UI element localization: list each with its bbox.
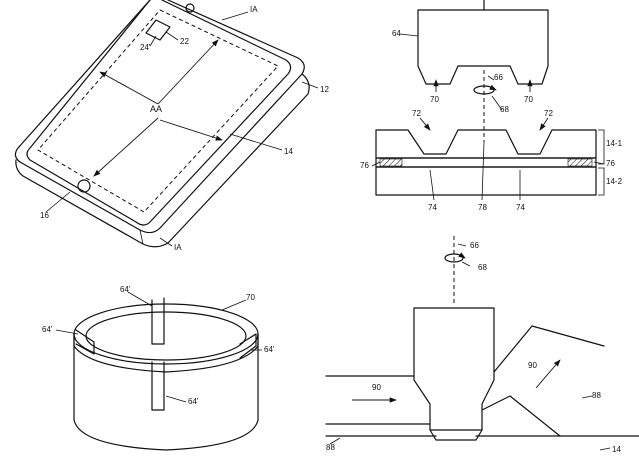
label-90-left: 90 (372, 383, 381, 392)
label-64-prime-d: 64' (188, 397, 199, 406)
label-64: 64 (392, 29, 401, 38)
label-14-1: 14-1 (606, 139, 623, 148)
label-74-left: 74 (428, 203, 437, 212)
label-64-prime-b: 64' (42, 325, 53, 334)
label-24-prime: 24' (140, 43, 151, 52)
cylinder-tool-diagram: 64' 64' 64' 64' 70 (42, 285, 275, 451)
label-22: 22 (180, 37, 189, 46)
label-68-top: 68 (500, 105, 509, 114)
label-76-left: 76 (360, 161, 369, 170)
label-aa: AA (150, 104, 162, 114)
press-tool-diagram: 64 66 68 70 70 72 72 14-1 14-2 76 76 74 … (360, 0, 623, 212)
panel-layer-14-1 (375, 129, 597, 159)
label-64-prime-a: 64' (120, 285, 131, 294)
device-illustration: IA 12 14 16 22 24' IA AA (14, 0, 329, 252)
slot-front (151, 361, 165, 411)
label-76-right: 76 (606, 159, 615, 168)
label-88-left: 88 (326, 443, 335, 452)
label-88-right: 88 (592, 391, 601, 400)
label-70-right: 70 (524, 95, 533, 104)
label-ia-bottom: IA (174, 243, 182, 252)
label-12: 12 (320, 85, 329, 94)
label-70-left: 70 (430, 95, 439, 104)
nozzle-body (413, 307, 495, 431)
label-14-2: 14-2 (606, 177, 623, 186)
tool-block (417, 9, 549, 85)
slot-back (151, 297, 165, 345)
label-74-right: 74 (516, 203, 525, 212)
label-16: 16 (40, 211, 49, 220)
nozzle-flow-diagram: 66 68 90 90 88 88 14 (325, 236, 639, 454)
label-64-prime-c: 64' (264, 345, 275, 354)
label-72-right: 72 (544, 109, 553, 118)
label-14-bottom: 14 (612, 445, 621, 454)
label-66-top: 66 (494, 73, 503, 82)
panel-layer-14-2 (375, 166, 597, 196)
camera-icon (185, 3, 195, 13)
label-ia-top: IA (250, 5, 258, 14)
label-90-right: 90 (528, 361, 537, 370)
label-66-bottom: 66 (470, 241, 479, 250)
home-button-icon (77, 179, 91, 193)
label-70-ring: 70 (246, 293, 255, 302)
label-78: 78 (478, 203, 487, 212)
label-14-device: 14 (284, 147, 293, 156)
label-68-bottom: 68 (478, 263, 487, 272)
sensor-window (145, 19, 171, 41)
label-72-left: 72 (412, 109, 421, 118)
